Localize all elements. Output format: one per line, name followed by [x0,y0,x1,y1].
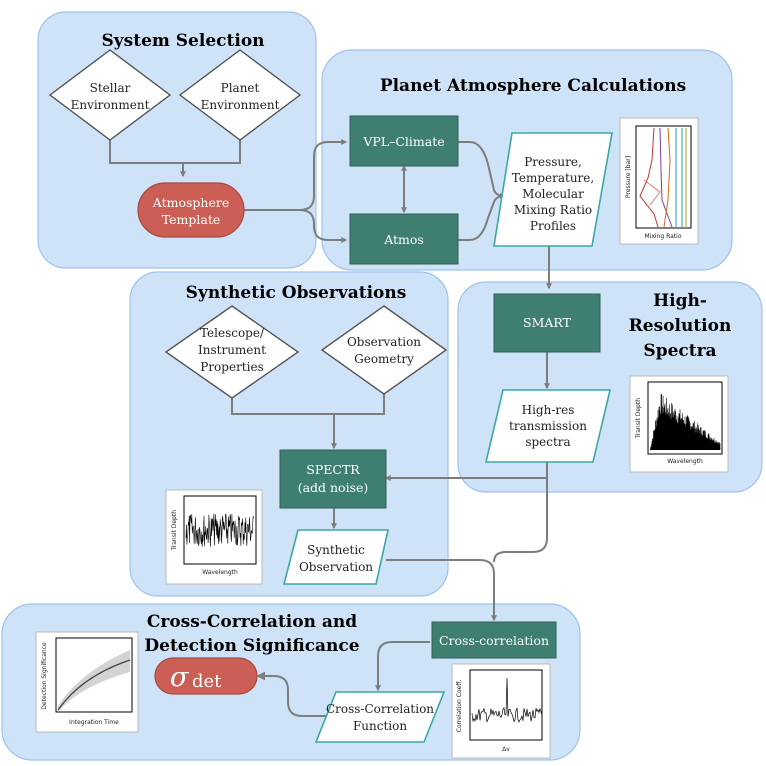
planet-environment-node: Planet Environment [178,49,302,141]
connector-highres-to-xcorr [493,478,548,563]
vpl-climate-label: VPL–Climate [362,134,444,149]
synthetic-observation-line-2: Observation [299,560,373,574]
planet-atmosphere-title: Planet Atmosphere Calculations [380,76,686,96]
smart-node: SMART [493,293,601,353]
connector-template-to-vpl [244,139,348,211]
ccf-line [471,677,543,724]
connector-environments [109,140,241,164]
spectr-line-1: SPECTR [306,462,360,477]
highres-spectra-line-2: transmission [509,419,587,433]
atmos-label: Atmos [383,232,424,247]
significance-plot-ylabel: Detection Significance [41,642,48,710]
ccf-plot-ylabel: Correlation Coeff. [456,680,463,733]
telescope-line-2: Instrument [198,343,266,357]
sigma-subscript: det [192,671,222,692]
highres-plot: Wavelength Transit Depth [629,375,729,473]
vpl-climate-node: VPL–Climate [349,115,459,167]
connector-synthetic-to-xcorr [386,559,497,622]
profiles-node: Pressure, Temperature, Molecular Mixing … [493,132,613,247]
profiles-plot-ylabel: Pressure [bar] [625,156,632,198]
cross-correlation-node: Cross-correlation [431,621,557,659]
telescope-node: Telescope/ Instrument Properties [164,305,300,399]
connector-vpl-to-profiles [458,141,507,199]
observation-geometry-node: Observation Geometry [320,305,448,395]
stellar-environment-line-1: Stellar [90,81,131,95]
profiles-line-5: Profiles [530,219,576,233]
noise-spectrum-line [185,513,254,547]
connectors [109,139,552,717]
atmosphere-template-line-1: Atmosphere [152,195,229,210]
significance-plot-xlabel: Integration Time [69,719,119,726]
significance-plot: Integration Time Detection Significance [35,631,139,733]
profiles-line-2: Temperature, [512,171,594,185]
connector-xcorr-to-ccf [375,641,430,692]
cross-correlation-title-2: Detection Significance [144,636,359,656]
connector-template-to-atmos [299,209,348,243]
highres-spectra-line-3: spectra [525,435,570,449]
atmos-node: Atmos [349,213,459,265]
highres-spectra-line-1: High-res [522,403,575,417]
synthetic-observation-node: Synthetic Observation [282,529,389,585]
profiles-line-4: Mixing Ratio [514,203,592,217]
highres-spectra-node: High-res transmission spectra [484,389,612,463]
atmosphere-template-line-2: Template [162,212,221,227]
high-resolution-title-3: Spectra [643,341,716,361]
profiles-line-3: Molecular [522,187,584,201]
smart-label: SMART [523,315,572,330]
sigma-det-node: σ det [154,657,258,695]
highres-plot-xlabel: Wavelength [667,458,703,465]
sigma-symbol: σ [170,662,190,693]
ccf-plot-xlabel: Δv [502,746,510,753]
telescope-line-3: Properties [200,360,263,374]
synthetic-plot-ylabel: Transit Depth [171,510,178,551]
high-resolution-title-2: Resolution [629,316,732,336]
cc-function-node: Cross-Correlation Function [314,691,446,743]
synthetic-observations-title: Synthetic Observations [186,283,407,303]
observation-geometry-line-2: Geometry [354,352,414,366]
profiles-line-1: Pressure, [524,155,582,169]
connector-atmos-to-profiles [458,195,506,241]
telescope-line-1: Telescope/ [200,326,265,340]
atmosphere-template-node: Atmosphere Template [137,182,245,238]
connector-ccf-to-sigma [256,671,326,717]
highres-spectrum-line [650,393,721,451]
spectr-line-2: (add noise) [298,480,369,495]
cross-correlation-label: Cross-correlation [439,633,549,648]
planet-environment-line-1: Planet [221,81,260,95]
cc-function-line-2: Function [353,719,407,733]
spectr-node: SPECTR (add noise) [279,449,387,509]
profiles-plot-xlabel: Mixing Ratio [645,233,682,240]
synthetic-observation-line-1: Synthetic [307,543,365,557]
system-selection-title: System Selection [101,31,264,51]
cc-function-line-1: Cross-Correlation [326,702,434,716]
high-resolution-title-1: High- [653,291,707,311]
ccf-plot: Δv Correlation Coeff. [451,663,551,759]
synthetic-plot: Wavelength Transit Depth [165,489,263,585]
cross-correlation-title-1: Cross-Correlation and [147,612,357,632]
stellar-environment-node: Stellar Environment [48,49,172,141]
highres-plot-ylabel: Transit Depth [635,398,642,439]
planet-environment-line-2: Environment [201,98,280,112]
observation-geometry-line-1: Observation [347,335,421,349]
stellar-environment-line-2: Environment [71,98,150,112]
connector-telescope-geometry [231,394,385,415]
synthetic-plot-xlabel: Wavelength [202,569,238,576]
profiles-plot: Mixing Ratio Pressure [bar] [619,117,699,245]
